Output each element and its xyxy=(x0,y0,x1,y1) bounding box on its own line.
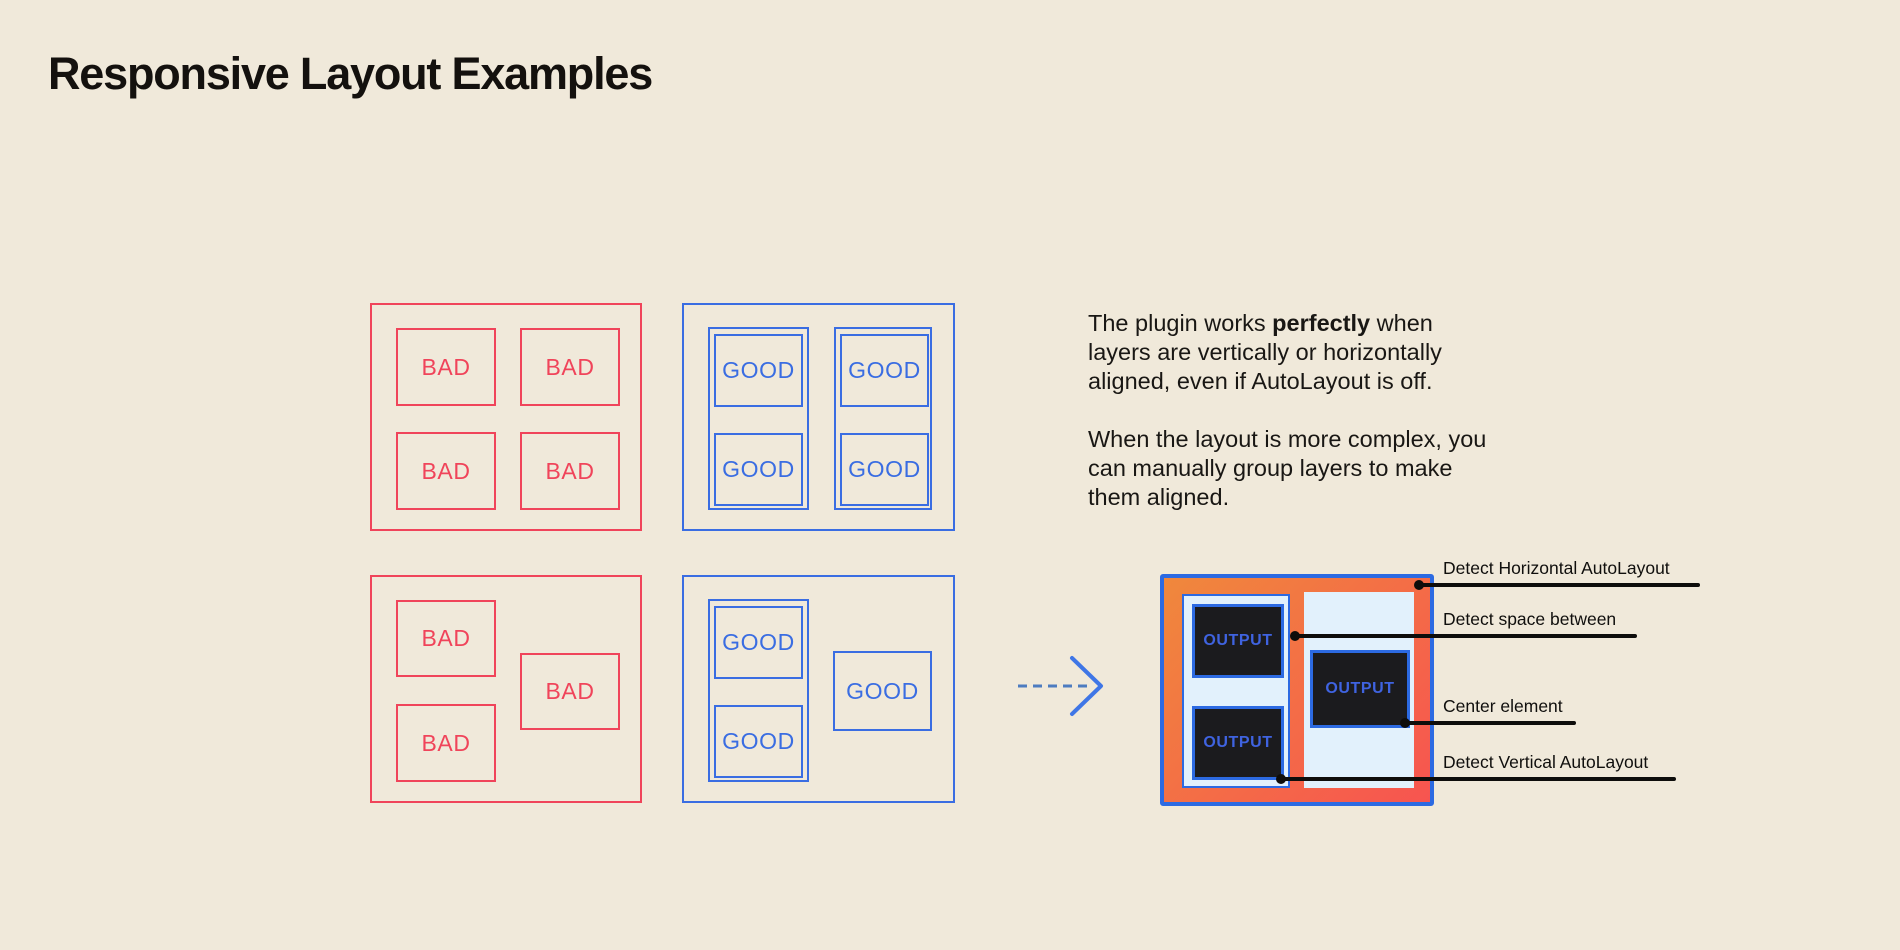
good-box: GOOD xyxy=(714,433,803,506)
transform-arrow-icon xyxy=(1010,650,1110,722)
bad-box: BAD xyxy=(396,432,496,510)
bad-grid-group: BAD BAD BAD BAD xyxy=(370,303,642,531)
good-free-group: GOOD GOOD GOOD xyxy=(682,575,955,803)
output-box: OUTPUT xyxy=(1310,650,1410,728)
annotation-label: Detect Horizontal AutoLayout xyxy=(1443,558,1670,578)
description-paragraph-2: When the layout is more complex, you can… xyxy=(1088,426,1487,510)
annotation-dot xyxy=(1290,631,1300,641)
good-box: GOOD xyxy=(714,705,803,778)
bad-box: BAD xyxy=(396,328,496,406)
output-box: OUTPUT xyxy=(1192,706,1284,780)
bad-box: BAD xyxy=(520,328,620,406)
annotation-line xyxy=(1414,580,1700,590)
good-column-wrapper: GOOD GOOD xyxy=(708,599,809,782)
output-preview: OUTPUT OUTPUT OUTPUT xyxy=(1160,574,1434,806)
good-column-wrapper: GOOD GOOD xyxy=(834,327,932,510)
bad-box: BAD xyxy=(520,432,620,510)
annotation-dot xyxy=(1400,718,1410,728)
annotation-line xyxy=(1290,631,1637,641)
vertical-autolayout-panel: OUTPUT OUTPUT xyxy=(1182,594,1290,788)
good-box: GOOD xyxy=(840,334,929,407)
good-box: GOOD xyxy=(840,433,929,506)
annotation-dot xyxy=(1276,774,1286,784)
annotation-label: Center element xyxy=(1443,696,1563,716)
annotation-line xyxy=(1276,774,1676,784)
bad-box: BAD xyxy=(396,704,496,782)
output-box: OUTPUT xyxy=(1192,604,1284,678)
good-box: GOOD xyxy=(714,334,803,407)
annotation-label: Detect Vertical AutoLayout xyxy=(1443,752,1649,772)
good-column-wrapper: GOOD GOOD xyxy=(708,327,809,510)
bad-box: BAD xyxy=(520,653,620,730)
description-paragraph-1: The plugin works perfectly when layers a… xyxy=(1088,310,1442,394)
annotation-label: Detect space between xyxy=(1443,609,1617,629)
bad-free-group: BAD BAD BAD xyxy=(370,575,642,803)
bad-box: BAD xyxy=(396,600,496,677)
annotation-dot xyxy=(1414,580,1424,590)
description-text: The plugin works perfectly when layers a… xyxy=(1088,309,1608,541)
good-box: GOOD xyxy=(833,651,932,731)
good-box: GOOD xyxy=(714,606,803,679)
page-title: Responsive Layout Examples xyxy=(48,48,653,99)
good-grid-group: GOOD GOOD GOOD GOOD xyxy=(682,303,955,531)
center-element-panel: OUTPUT xyxy=(1304,592,1414,788)
annotation-line xyxy=(1400,718,1576,728)
